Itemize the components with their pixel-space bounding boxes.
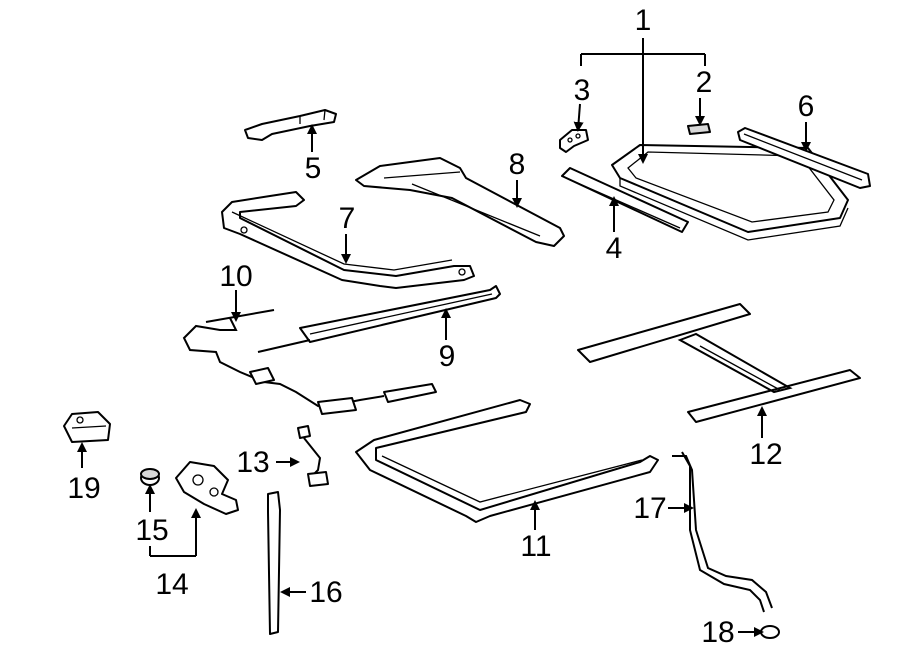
callout-3: 3 xyxy=(574,74,591,107)
callout-15: 15 xyxy=(135,514,168,547)
callout-11: 11 xyxy=(520,530,551,563)
callout-14: 14 xyxy=(155,568,188,601)
cable-assembly xyxy=(182,309,437,415)
callout-2: 2 xyxy=(696,66,713,99)
glass-panel xyxy=(611,144,849,241)
callout-13: 13 xyxy=(236,446,269,479)
rear-drain-hose xyxy=(672,451,773,613)
drive-cable xyxy=(257,285,501,353)
callout-4: 4 xyxy=(606,232,623,265)
control-module xyxy=(63,411,111,443)
callout-12: 12 xyxy=(749,438,782,471)
weatherstrip xyxy=(737,127,871,189)
callout-18: 18 xyxy=(701,616,734,649)
glass-bracket xyxy=(559,129,589,153)
callout-8: 8 xyxy=(509,148,526,181)
lower-frame xyxy=(355,399,659,523)
sunroof-motor xyxy=(175,461,239,515)
callout-labels: 1 2 3 4 5 6 7 8 9 10 11 12 13 14 15 16 1… xyxy=(67,4,814,649)
side-rail xyxy=(561,167,689,233)
callout-19: 19 xyxy=(67,472,100,505)
rail-assembly xyxy=(577,303,861,423)
motor-gear xyxy=(140,468,160,486)
grommet xyxy=(760,625,780,639)
connector xyxy=(297,425,329,487)
guide-rail xyxy=(355,157,565,247)
callout-5: 5 xyxy=(305,152,322,185)
callout-10: 10 xyxy=(219,260,252,293)
deflector-bracket xyxy=(244,109,337,141)
callout-6: 6 xyxy=(798,90,815,123)
sunroof-frame xyxy=(221,191,475,289)
glass-clip xyxy=(687,123,711,135)
leader-lines xyxy=(77,38,811,637)
callout-9: 9 xyxy=(439,340,456,373)
callout-16: 16 xyxy=(309,576,342,609)
callout-7: 7 xyxy=(339,202,356,235)
drain-hose xyxy=(267,491,281,635)
callout-17: 17 xyxy=(633,492,666,525)
callout-1: 1 xyxy=(635,4,652,37)
